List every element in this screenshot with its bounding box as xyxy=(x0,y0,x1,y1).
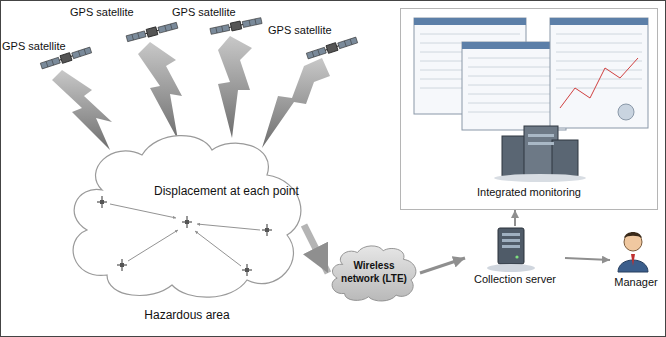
satellite-label: GPS satellite xyxy=(70,6,134,18)
monitoring-panel-shape xyxy=(400,8,658,210)
manager-label: Manager xyxy=(610,276,662,288)
satellite-label: GPS satellite xyxy=(2,40,66,52)
flow-arrow xyxy=(420,258,465,273)
network-cloud: Wireless network (LTE) xyxy=(328,244,420,302)
satellite-label: GPS satellite xyxy=(172,6,236,18)
area-caption: Hazardous area xyxy=(62,308,312,322)
server-label: Collection server xyxy=(465,273,565,285)
hazard-cloud: Displacement at each pointHazardous area xyxy=(62,130,312,300)
flow-arrow xyxy=(304,225,328,273)
network-label: Wireless network (LTE) xyxy=(340,259,408,285)
monitoring-label: Integrated monitoring xyxy=(400,186,658,198)
monitoring-panel: Integrated monitoring xyxy=(400,8,658,210)
flow-arrow xyxy=(565,258,610,260)
hazard-cloud-shape xyxy=(62,130,312,300)
flow-arrow xyxy=(514,210,516,226)
manager-node: Manager xyxy=(610,230,662,290)
server-node: Collection server xyxy=(465,226,565,290)
satellite-label: GPS satellite xyxy=(268,24,332,36)
region-label: Displacement at each point xyxy=(154,184,299,198)
